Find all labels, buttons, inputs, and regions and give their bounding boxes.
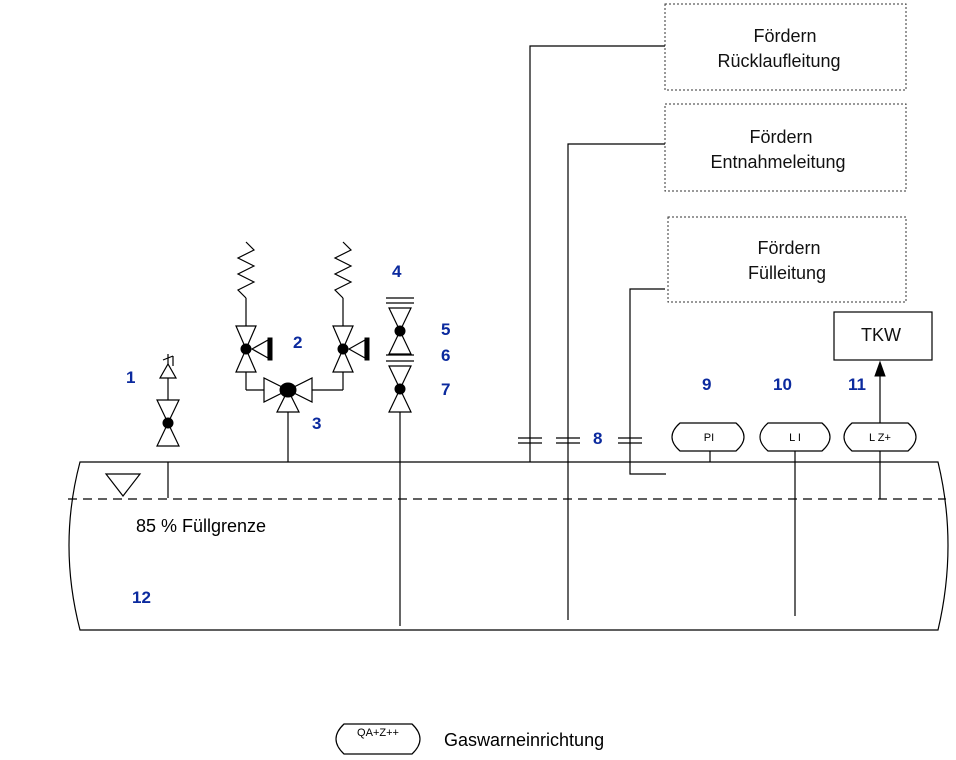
label-8: 8 — [593, 429, 602, 448]
withdrawal-line-label-1: Fördern — [749, 127, 812, 147]
label-1: 1 — [126, 368, 135, 387]
withdrawal-line-pipe — [567, 143, 665, 620]
level-indicator-label: L I — [789, 432, 801, 444]
return-line-label-2: Rücklaufleitung — [717, 51, 840, 71]
gas-warning-symbol-label: QA+Z++ — [357, 727, 399, 739]
label-4: 4 — [392, 262, 402, 281]
withdrawal-line-label-2: Entnahmeleitung — [710, 152, 845, 172]
level-indicator — [759, 422, 831, 452]
pressure-indicator — [671, 422, 745, 452]
label-10: 10 — [773, 375, 792, 394]
label-6: 6 — [441, 346, 450, 365]
tkw-box — [833, 311, 933, 361]
dip-pipe-group — [386, 297, 414, 626]
fill-line-box — [667, 216, 907, 303]
signal-arrow-icon — [874, 360, 886, 377]
level-switch-label: L Z+ — [869, 432, 891, 444]
liquid-level-triangle-icon — [104, 473, 142, 497]
level-switch — [843, 422, 917, 452]
valve-manifold-group — [235, 241, 370, 462]
label-7: 7 — [441, 380, 450, 399]
safety-valve-group — [156, 354, 180, 498]
fill-line-pipe — [629, 288, 666, 475]
gas-warning-label: Gaswarneinrichtung — [444, 730, 604, 750]
right-vent-valve-icon — [332, 347, 354, 373]
label-3: 3 — [312, 414, 321, 433]
left-spring-icon — [236, 241, 256, 299]
tank-body — [68, 461, 949, 631]
left-vent-valve-icon — [235, 347, 257, 373]
upper-valve-icon — [388, 307, 412, 333]
right-spring-icon — [333, 241, 353, 299]
shutoff-valve-icon — [156, 399, 180, 425]
fill-limit-label: 85 % Füllgrenze — [136, 516, 266, 536]
label-9: 9 — [702, 375, 711, 394]
withdrawal-line-box — [664, 103, 907, 192]
label-2: 2 — [293, 333, 302, 352]
fill-line-label-1: Fördern — [757, 238, 820, 258]
fill-line-label-2: Fülleitung — [748, 263, 826, 283]
label-12: 12 — [132, 588, 151, 607]
return-line-box — [664, 3, 907, 91]
label-11: 11 — [848, 375, 866, 394]
lower-valve-icon — [388, 365, 412, 391]
safety-valve-icon — [158, 362, 178, 379]
gas-warning-symbol — [335, 723, 421, 755]
label-5: 5 — [441, 320, 450, 339]
pressure-indicator-label: PI — [704, 432, 714, 444]
return-line-pipe — [529, 45, 665, 462]
tkw-label: TKW — [861, 325, 901, 345]
return-line-label-1: Fördern — [753, 26, 816, 46]
